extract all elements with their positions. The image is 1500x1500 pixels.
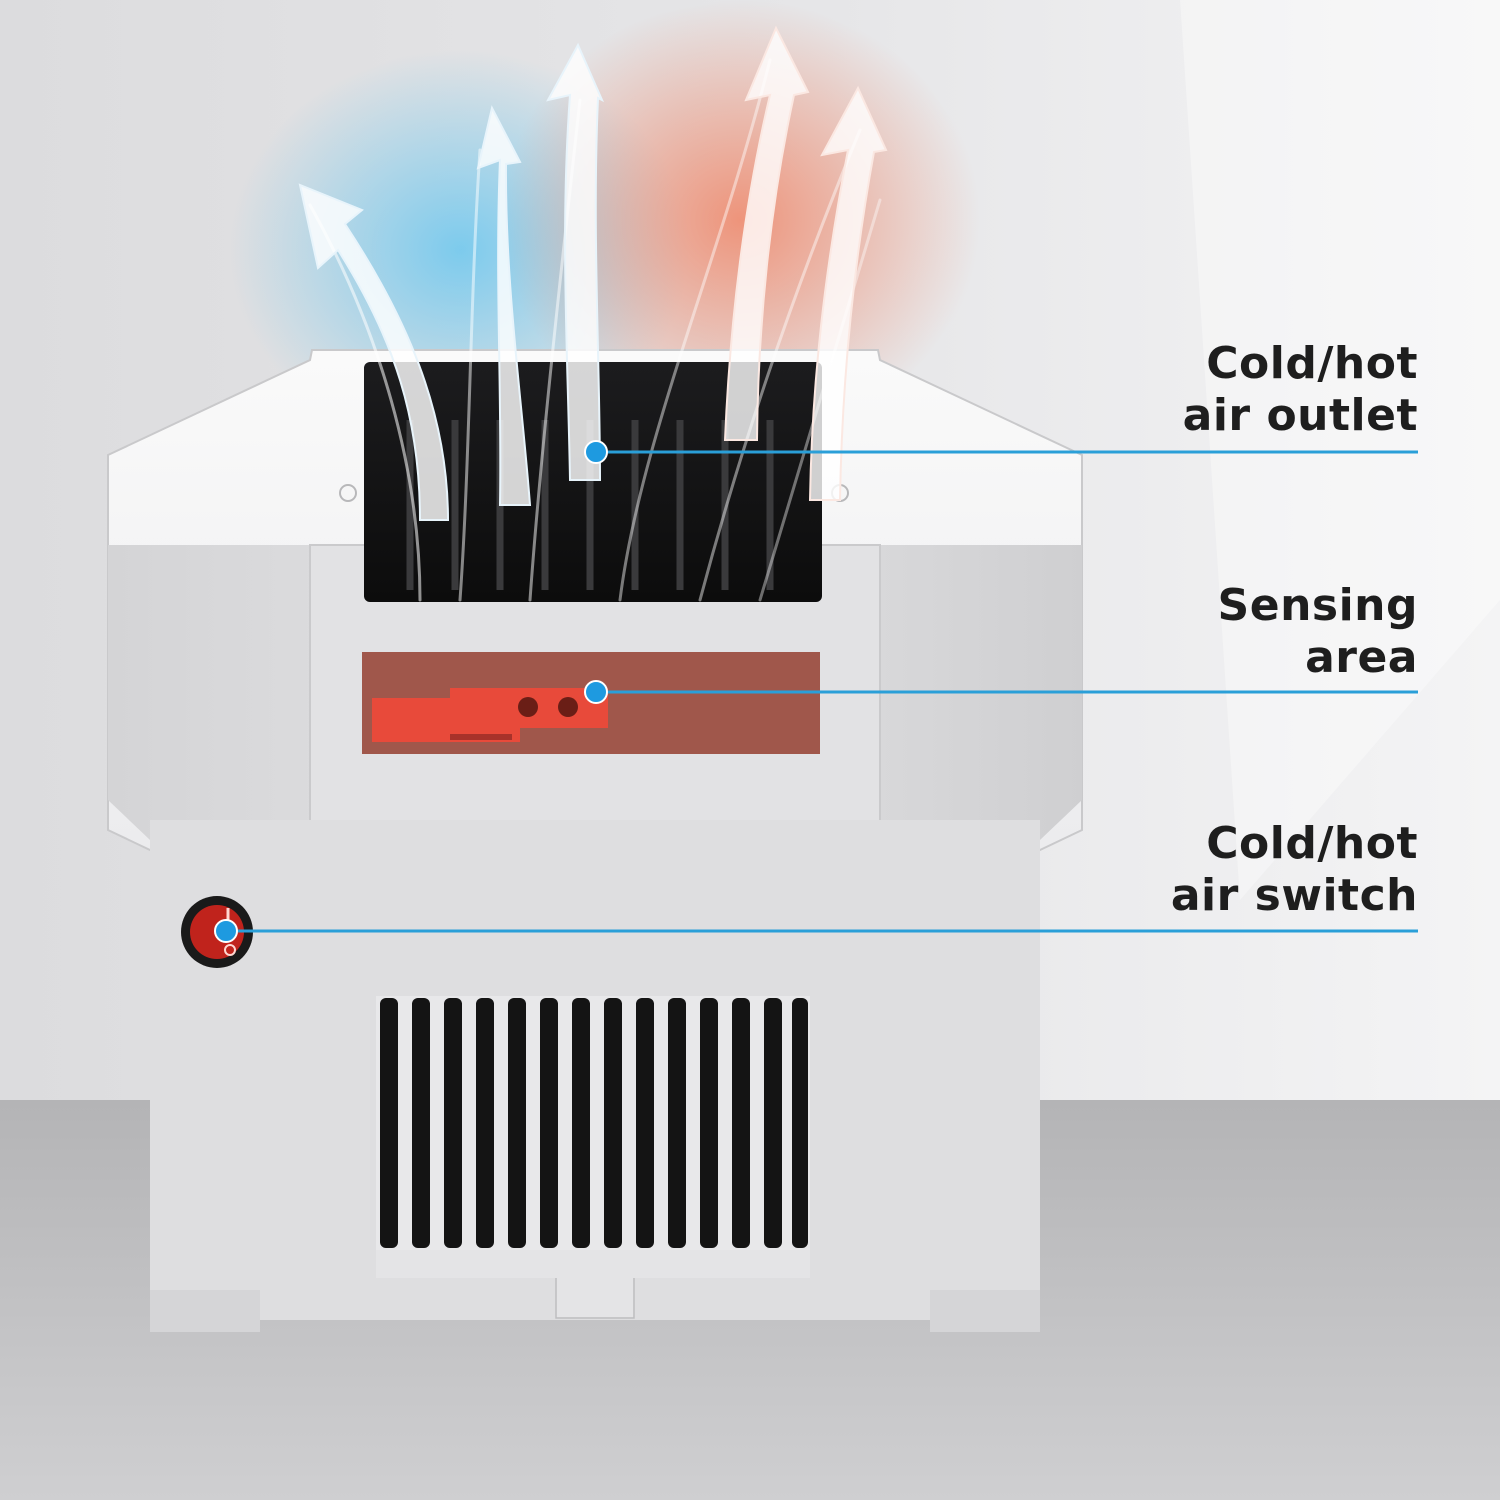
switch-callout-line2: air switch [1170,870,1418,921]
switch-callout-dot [214,919,238,943]
switch-off-mark [224,944,236,956]
callout-dots [214,440,608,943]
outlet-callout-label: Cold/hot air outlet [1183,338,1418,442]
left-screw [339,484,357,502]
sensor-eye-right [558,697,578,717]
dryer-left-foot [150,1290,260,1332]
intake-grille-base [376,1250,810,1278]
sensing-callout-line1: Sensing [1217,580,1418,631]
sensing-callout-label: Sensing area [1218,580,1418,684]
hot-air-arrow-icon [723,25,888,501]
sensor-board-trace [450,734,512,740]
dryer-right-foot [930,1290,1040,1332]
outlet-callout-line1: Cold/hot [1206,338,1418,389]
outlet-callout-dot [584,440,608,464]
sensor-eye-left [518,697,538,717]
switch-callout-line1: Cold/hot [1206,818,1418,869]
sensor-board [372,688,608,742]
callout-lines [226,450,1418,933]
wall-light-shadow [1180,0,1500,900]
cold-air-arrow-icon [298,42,605,521]
switch-callout-label: Cold/hot air switch [1171,818,1418,922]
sensing-callout-line2: area [1305,632,1418,683]
air-outlet-fins [406,420,774,590]
sensing-callout-dot [584,680,608,704]
intake-grille-slots [380,998,808,1248]
outlet-callout-line2: air outlet [1182,390,1418,441]
